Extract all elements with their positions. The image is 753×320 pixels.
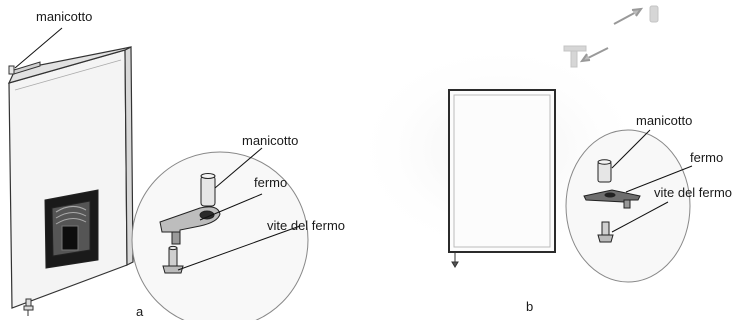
label-sleeve-a: manicotto <box>242 133 299 148</box>
figure-a-dispenser <box>44 189 99 269</box>
figure-a-stop-part <box>159 206 221 245</box>
leader-stop-screw-b <box>611 201 669 233</box>
figure-a-sleeve-part <box>200 173 216 207</box>
label-stop-a: fermo <box>254 175 288 190</box>
leader-stop-screw-a <box>177 225 301 271</box>
label-stop-screw-b: vite del fermo <box>654 185 733 200</box>
label-stop-screw-a: vite del fermo <box>267 218 346 233</box>
leader-sleeve-b <box>611 129 651 169</box>
leader-sleeve-a <box>214 147 263 189</box>
figure-b-sleeve-part <box>597 159 612 183</box>
label-sleeve-top-a: manicotto <box>36 9 93 24</box>
figure-a-door <box>7 46 134 309</box>
leader-stop-a <box>199 193 263 221</box>
figure-b-door <box>448 89 556 253</box>
label-stop-b: fermo <box>690 150 724 165</box>
figure-b-stop-part <box>583 189 641 209</box>
figure-a-bottom-pin <box>23 298 34 316</box>
figure-a-detail-circle <box>131 151 309 320</box>
leader-stop-b <box>625 165 693 193</box>
label-sleeve-b: manicotto <box>636 113 693 128</box>
caption-b: b <box>526 299 534 314</box>
leader-sleeve-top <box>14 27 63 69</box>
figure-b-faint-parts <box>563 5 659 68</box>
caption-a: a <box>136 304 144 319</box>
figure-a-stop-screw-part <box>162 245 184 274</box>
figure-b-stop-screw-part <box>597 221 614 243</box>
figure-b-bottom-pin <box>451 252 459 268</box>
figure-b-arrows <box>579 7 644 63</box>
figure-a-top-hinge <box>8 61 41 75</box>
